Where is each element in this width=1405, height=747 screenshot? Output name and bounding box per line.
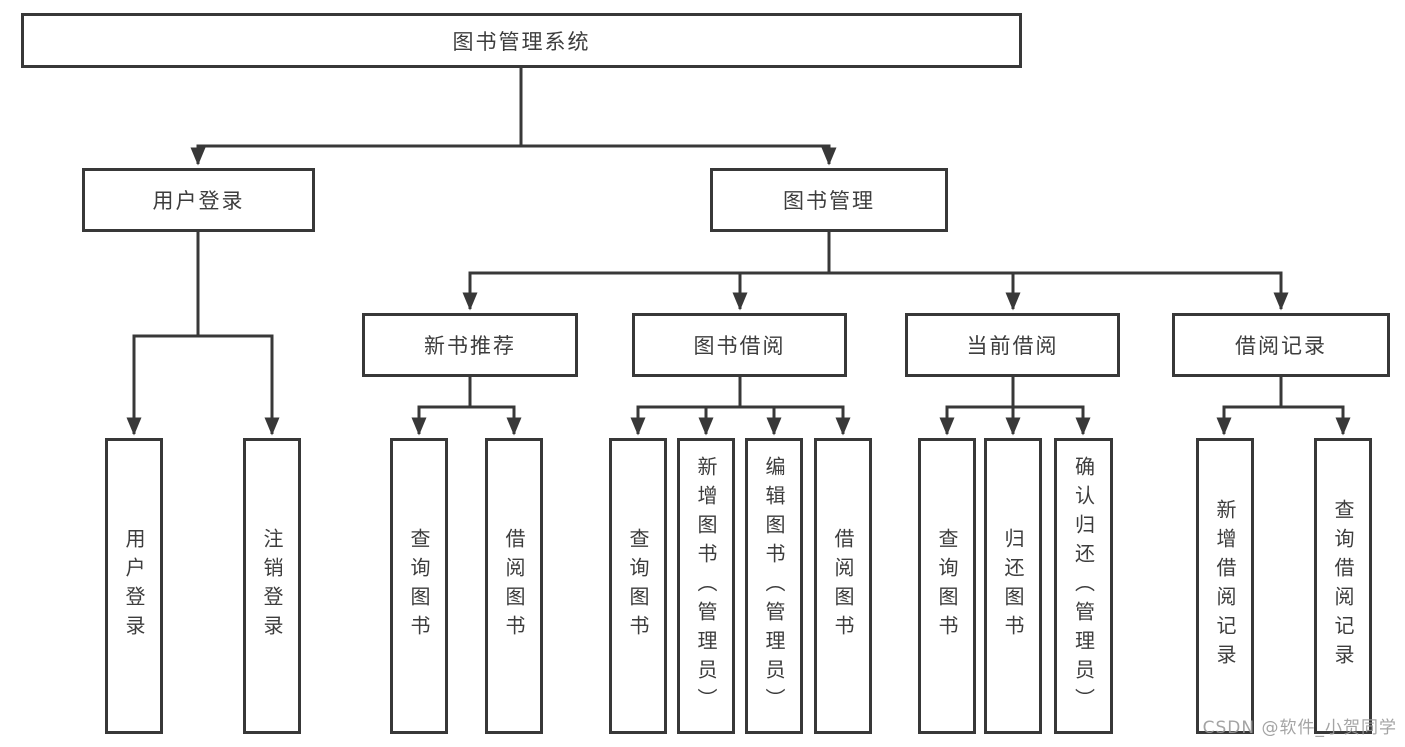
leaf-bb-borrow-book: 借阅图书 — [814, 438, 872, 734]
leaf-bb-add-book-admin: 新增图书（管理员） — [677, 438, 735, 734]
node-current-borrowing-label: 当前借阅 — [966, 334, 1059, 358]
leaf-nbr-query-book-label: 查询图书 — [407, 528, 431, 644]
leaf-bb-add-book-admin-label: 新增图书（管理员） — [694, 455, 718, 717]
connector-bookmgmt-split — [468, 230, 1283, 275]
node-new-book-recommend: 新书推荐 — [362, 313, 578, 377]
node-book-management: 图书管理 — [710, 168, 948, 232]
leaf-cb-query-book: 查询图书 — [918, 438, 976, 734]
watermark: CSDN @软件_小贺同学 — [1202, 718, 1397, 738]
leaf-bb-borrow-book-label: 借阅图书 — [831, 528, 855, 644]
node-root-label: 图书管理系统 — [452, 29, 591, 54]
connector-records-split — [1222, 375, 1345, 409]
node-borrowing-records-label: 借阅记录 — [1235, 334, 1327, 358]
leaf-nbr-borrow-book: 借阅图书 — [485, 438, 543, 734]
leaf-cb-return-book: 归还图书 — [984, 438, 1042, 734]
node-new-book-recommend-label: 新书推荐 — [424, 334, 516, 358]
leaf-bb-edit-book-admin-label: 编辑图书（管理员） — [762, 455, 786, 717]
leaf-cb-query-book-label: 查询图书 — [935, 528, 959, 644]
leaf-br-query-record-label: 查询借阅记录 — [1331, 499, 1355, 673]
leaf-bb-edit-book-admin: 编辑图书（管理员） — [745, 438, 803, 734]
leaf-nbr-borrow-book-label: 借阅图书 — [502, 528, 526, 644]
node-book-borrowing-label: 图书借阅 — [693, 334, 786, 358]
node-current-borrowing: 当前借阅 — [905, 313, 1120, 377]
node-borrowing-records: 借阅记录 — [1172, 313, 1390, 377]
leaf-cb-confirm-return-admin: 确认归还（管理员） — [1054, 438, 1113, 734]
leaf-bb-query-book: 查询图书 — [609, 438, 667, 734]
leaf-user-login: 用户登录 — [105, 438, 163, 734]
node-book-borrowing: 图书借阅 — [632, 313, 847, 377]
connector-bookborrow-split — [636, 375, 845, 409]
leaf-br-add-record: 新增借阅记录 — [1196, 438, 1254, 734]
leaf-br-add-record-label: 新增借阅记录 — [1213, 499, 1237, 673]
node-root: 图书管理系统 — [21, 13, 1022, 68]
node-user-login: 用户登录 — [82, 168, 315, 232]
leaf-cb-confirm-return-admin-label: 确认归还（管理员） — [1071, 455, 1096, 717]
leaf-logout: 注销登录 — [243, 438, 301, 734]
node-book-management-label: 图书管理 — [783, 189, 875, 213]
connector-root-split — [196, 66, 831, 148]
connector-userlogin-split — [132, 230, 274, 338]
connector-currentborrow-split — [945, 375, 1085, 409]
connector-newbook-split — [417, 375, 516, 409]
node-user-login-label: 用户登录 — [152, 189, 245, 213]
leaf-user-login-label: 用户登录 — [122, 528, 146, 644]
leaf-br-query-record: 查询借阅记录 — [1314, 438, 1372, 734]
leaf-bb-query-book-label: 查询图书 — [626, 528, 650, 644]
leaf-cb-return-book-label: 归还图书 — [1001, 528, 1025, 644]
leaf-logout-label: 注销登录 — [260, 528, 284, 644]
leaf-nbr-query-book: 查询图书 — [390, 438, 448, 734]
